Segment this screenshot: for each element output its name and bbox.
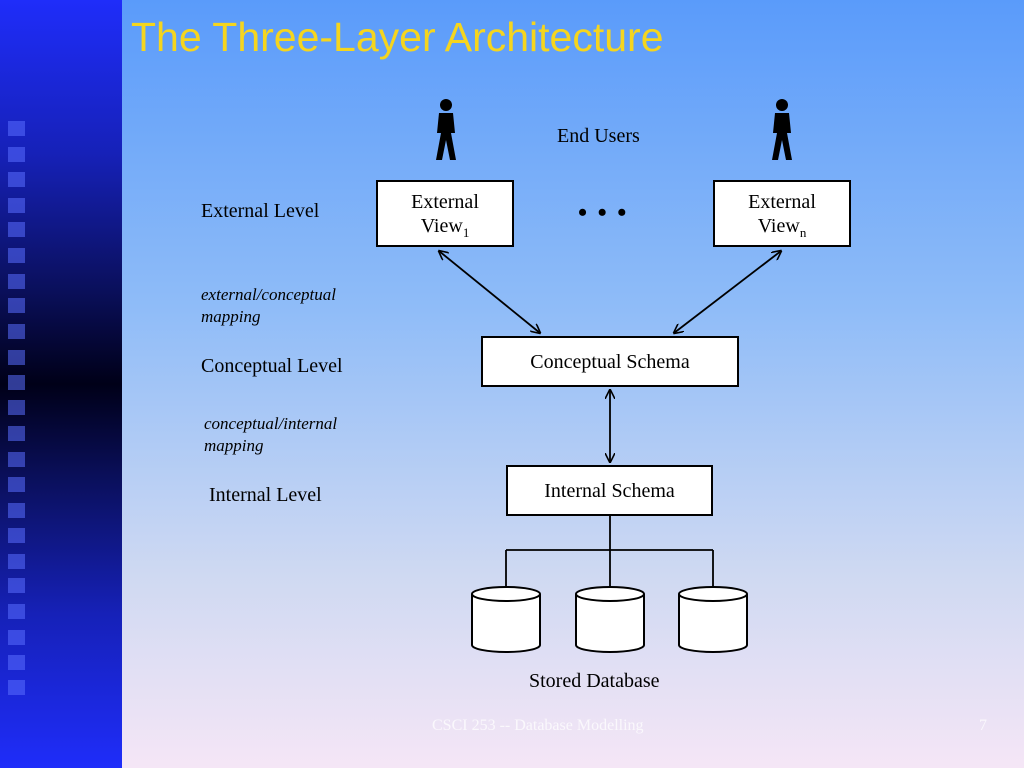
end-users-label: End Users (557, 125, 640, 147)
external-conceptual-mapping-label: external/conceptual mapping (201, 284, 336, 328)
mapping-line-1: external/conceptual (201, 285, 337, 304)
sidebar-square (8, 426, 25, 441)
sidebar-square (8, 121, 25, 136)
external-level-label: External Level (201, 200, 320, 222)
sidebar-square (8, 578, 25, 593)
sidebar-square (8, 324, 25, 339)
box-label: External (411, 190, 479, 213)
sidebar-square (8, 503, 25, 518)
box-view-line: View1 (420, 214, 470, 240)
box-view-text: View (757, 214, 800, 237)
internal-level-label: Internal Level (209, 484, 322, 506)
sidebar-square (8, 375, 25, 390)
view-subscript: 1 (462, 224, 470, 240)
sidebar-square (8, 198, 25, 213)
storage-connector (505, 516, 714, 587)
sidebar-square (8, 680, 25, 695)
arrow-viewn-to-conceptual (674, 251, 781, 333)
view-subscript: n (799, 224, 807, 240)
conceptual-level-label: Conceptual Level (201, 355, 343, 377)
sidebar-square (8, 604, 25, 619)
footer-course: CSCI 253 -- Database Modelling (432, 717, 644, 734)
sidebar-square (8, 222, 25, 237)
mapping-line-2: mapping (201, 307, 261, 326)
person-icon (772, 99, 792, 160)
box-view-text: View (420, 214, 463, 237)
sidebar-square (8, 172, 25, 187)
mapping-line-1: conceptual/internal (204, 414, 338, 433)
sidebar-square (8, 528, 25, 543)
cylinder-icon (575, 586, 645, 653)
external-view-n-box: External Viewn (713, 180, 851, 247)
conceptual-internal-mapping-label: conceptual/internal mapping (204, 413, 337, 457)
cylinder-icon (678, 586, 748, 653)
box-view-line: Viewn (757, 214, 807, 240)
sidebar-decoration (0, 0, 122, 768)
sidebar-square (8, 298, 25, 313)
sidebar-square (8, 274, 25, 289)
sidebar-square (8, 350, 25, 365)
sidebar-square (8, 147, 25, 162)
sidebar-square (8, 452, 25, 467)
internal-schema-box: Internal Schema (506, 465, 713, 516)
external-view-1-box: External View1 (376, 180, 514, 247)
sidebar-square (8, 630, 25, 645)
arrow-view1-to-conceptual (439, 251, 540, 333)
cylinder-icon (471, 586, 541, 653)
sidebar-square (8, 554, 25, 569)
sidebar-square (8, 477, 25, 492)
box-label: External (748, 190, 816, 213)
mapping-line-2: mapping (204, 436, 264, 455)
page-number: 7 (979, 717, 987, 734)
conceptual-schema-box: Conceptual Schema (481, 336, 739, 387)
sidebar-square (8, 655, 25, 670)
sidebar-square (8, 248, 25, 263)
slide-title: The Three-Layer Architecture (131, 14, 664, 60)
stored-database-label: Stored Database (529, 670, 660, 692)
ellipsis: • • • (578, 198, 629, 227)
person-icon (436, 99, 456, 160)
sidebar-square (8, 400, 25, 415)
